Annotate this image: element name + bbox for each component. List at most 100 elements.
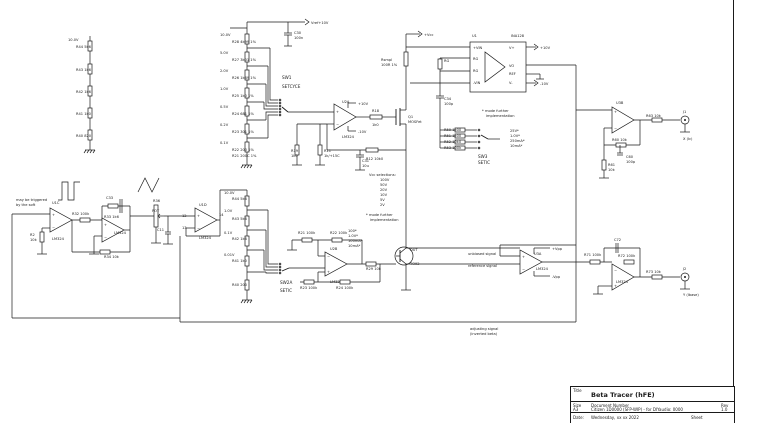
svg-text:+: +	[327, 270, 330, 274]
tap-volt-1: 1.0V	[220, 87, 229, 91]
date-value: Wednesday, xx xx 2022	[591, 415, 639, 420]
svg-text:0.1V: 0.1V	[224, 231, 233, 235]
r19-value: 1k0	[291, 154, 298, 158]
svg-text:RG: RG	[473, 57, 478, 61]
svg-text:REF: REF	[509, 72, 516, 76]
sw3-ref: SW3	[478, 154, 488, 159]
svg-text:R24 100k: R24 100k	[336, 286, 354, 290]
sw2-top-volt: 10.0V	[224, 191, 235, 195]
c31-value: 10u	[362, 164, 369, 168]
r21-label: R21 200C 1%	[232, 154, 257, 158]
left-ladder-top-label: 10.0V	[68, 38, 79, 42]
r40b-label: R40 200	[232, 283, 248, 287]
r26-label: R26 1k69 1%	[232, 76, 257, 80]
svg-text:−: −	[52, 226, 55, 230]
u1-vplus: +10V	[540, 46, 551, 50]
u1-part: INA128	[511, 34, 525, 38]
r42-label: R42 1k6	[76, 90, 92, 94]
c60-label: C60	[626, 155, 634, 159]
svg-text:+: +	[52, 213, 55, 217]
svg-text:20V: 20V	[380, 188, 388, 192]
doc-number-value: Citizen 1D0000 (SFP-WIP) - for DIYaudio:…	[591, 407, 683, 412]
u1-vminus: -10V	[540, 82, 549, 86]
r36-label: R36	[153, 199, 161, 203]
svg-text:−: −	[104, 236, 107, 240]
sw1-name: SETCYCE	[282, 84, 301, 89]
sw3-name: SETIC	[478, 160, 490, 165]
sw2a-resistor-ladder: SW2A SETIC 10.0V R44 5k6 R43 5k6 R42 1k6…	[224, 190, 292, 304]
svg-text:LM324: LM324	[616, 280, 629, 284]
svg-text:R50 1k00: R50 1k00	[444, 128, 462, 132]
r18-value: 1k0	[372, 123, 379, 127]
vcc-selections-title: Vcc selections:	[369, 173, 396, 177]
u1c-part: LM324	[52, 237, 65, 241]
u2b-base-driver: − + U2B LM324 R21 100k R22 100k R29 10k …	[287, 231, 396, 290]
dut-transistor: DUT TO92 * mode further implementation 1…	[348, 213, 420, 291]
j1-ref: J1	[682, 110, 686, 114]
left-resistor-ladder: 10.0V R44 5k6 R43 1k6 R42 1k6 R41 1k0 R4…	[68, 36, 96, 154]
r22-label: R22 200 1%	[232, 148, 255, 152]
c34-label: C34	[444, 97, 452, 101]
svg-text:10mA*: 10mA*	[510, 144, 523, 148]
svg-text:−: −	[614, 269, 617, 273]
tap-volt-01: 0.1V	[220, 141, 229, 145]
r63-label: R63 10k	[646, 114, 662, 118]
size-value: A3	[573, 407, 579, 412]
title-value: Beta Tracer (hFE)	[591, 391, 655, 399]
rev-label: Rev	[721, 403, 729, 408]
svg-text:implementation: implementation	[370, 218, 398, 222]
sw1-top-volt: 10.0V	[220, 33, 231, 37]
r44-label: R44 5k6	[76, 45, 92, 49]
u1-ina128: U1 INA128 +VIN RG RG -VIN V+ VO REF V- R…	[406, 34, 577, 245]
svg-text:implementation: implementation	[486, 114, 514, 118]
sw3-gain-select: R50 1k00 R51 1k00 R52 10k0 R53 100k SW3 …	[439, 109, 525, 165]
q1-mosfet: Q1 MOSFet +Vcc Rsmpl 100R 1%	[381, 30, 433, 245]
svg-text:250mA*: 250mA*	[510, 139, 525, 143]
svg-text:+Vpp: +Vpp	[552, 247, 563, 251]
r61-label: R61	[608, 163, 615, 167]
svg-text:-VIN: -VIN	[473, 81, 481, 85]
rev-value: 1.0	[721, 407, 728, 412]
tap-volt-2: 2.0V	[220, 69, 229, 73]
r42b-label: R42 1k6	[232, 237, 248, 241]
pot-and-u1d: R36 POT C11 + − U1D LM324 12 13 14	[130, 189, 247, 245]
r19-label: R19	[291, 149, 299, 153]
svg-text:(inverted beta): (inverted beta)	[470, 332, 498, 336]
r11-value: 1k/+15C	[324, 154, 340, 158]
pot-label: POT	[152, 209, 160, 213]
u2a-part: LM324	[342, 135, 355, 139]
svg-text:1.0V*: 1.0V*	[348, 234, 358, 238]
tap-volt-05: 0.5V	[220, 105, 229, 109]
svg-text:−: −	[197, 227, 200, 231]
c30-label: C30	[294, 31, 302, 35]
u2a-driver: + − U2A LM324 +10V -10V R18 1k0 R12 10k0…	[288, 100, 406, 171]
u3a-part: LM324	[536, 267, 549, 271]
svg-text:R51 1k00: R51 1k00	[444, 134, 462, 138]
u3b-x-output: + − U3B R60 10k C60 100p R61 10k R63 10k…	[576, 101, 693, 179]
c31-label: C31	[362, 159, 369, 163]
c60-value: 100p	[626, 160, 636, 164]
svg-text:R53 100k: R53 100k	[444, 146, 462, 150]
r23b-label: R23 100k	[300, 286, 318, 290]
svg-text:* mode further: * mode further	[482, 109, 509, 113]
r72-label: R72 100k	[618, 254, 636, 258]
title-block: Title Beta Tracer (hFE) Size A3 Document…	[570, 386, 735, 423]
svg-text:12: 12	[182, 214, 187, 218]
svg-text:25V*: 25V*	[510, 129, 519, 133]
svg-text:+: +	[614, 284, 617, 288]
c30-value: 100n	[294, 36, 303, 40]
svg-text:0.01V: 0.01V	[224, 253, 235, 257]
svg-text:may be triggered: may be triggered	[16, 198, 47, 202]
svg-text:−: −	[522, 268, 525, 272]
r12-label: R12 10k0	[366, 157, 384, 161]
title-field-label: Title	[573, 388, 582, 393]
svg-text:−: −	[614, 127, 617, 131]
svg-text:+10V: +10V	[358, 102, 369, 106]
j2-ref: J2	[682, 267, 686, 271]
trigger-note: may be triggered by the soft	[16, 177, 160, 207]
svg-text:RG: RG	[473, 69, 478, 73]
u3b-ref: U3B	[616, 101, 624, 105]
reference-signal-label: reference signal	[468, 264, 497, 268]
